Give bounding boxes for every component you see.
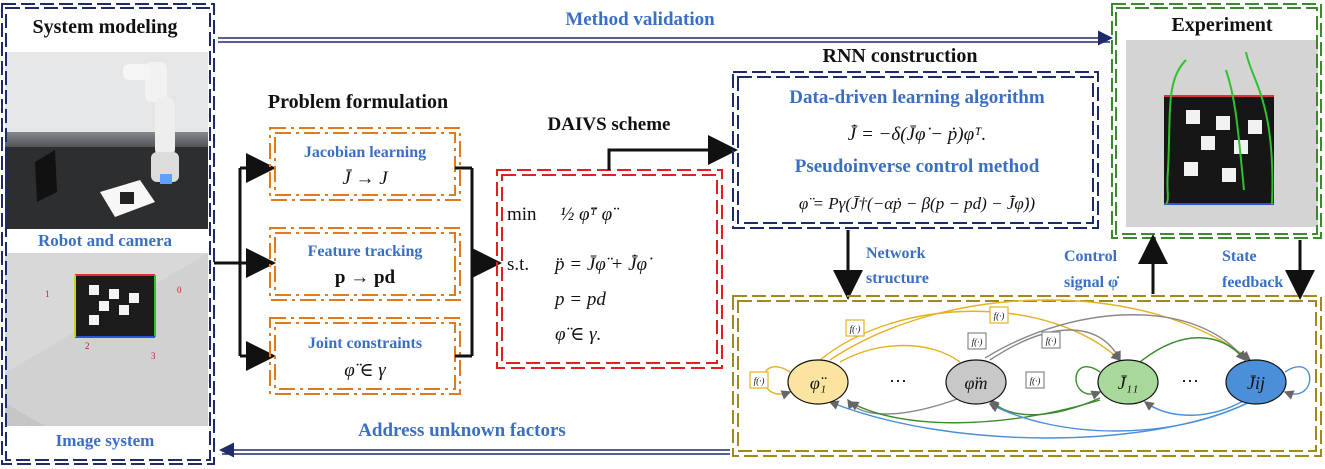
control-signal-label-2: signal φ̇ <box>1064 274 1120 291</box>
network-structure-label-2: structure <box>866 270 929 287</box>
f-box-6: f(·) <box>1030 376 1041 386</box>
f-box-2: f(·) <box>850 324 861 334</box>
joint-constraints-box <box>269 317 461 395</box>
node-j-ij: J̄ij <box>1225 359 1287 405</box>
node-phi-m-label: φ̈m <box>965 373 988 393</box>
marker-label-0: 0 <box>177 285 182 295</box>
image-system-photo: 1 0 2 3 <box>5 253 208 426</box>
system-modeling-title: System modeling <box>33 16 178 38</box>
node-j-11: J̄₁₁ <box>1097 359 1159 405</box>
state-feedback-label-1: State <box>1222 248 1257 265</box>
f-box-4: f(·) <box>972 337 983 347</box>
system-modeling-frame <box>1 3 215 465</box>
joint-equation: φ̈ ∈ γ <box>344 360 386 381</box>
feature-tracking-label: Feature tracking <box>308 243 423 260</box>
f-box-5: f(·) <box>1046 336 1057 346</box>
image-system-label: Image system <box>56 431 155 450</box>
jacobian-learning-label: Jacobian learning <box>304 144 426 161</box>
daivs-min-label: min <box>507 204 537 225</box>
daivs-to-rnn-arrow <box>607 135 738 170</box>
marker-label-3: 3 <box>151 351 156 361</box>
joint-constraints-label: Joint constraints <box>308 335 422 352</box>
merge-bracket <box>455 166 502 358</box>
pcm-equation: φ̈ = Pγ(J̄†(−αṗ − β(p − pd) − J̄̇φ̇)) <box>799 194 1036 213</box>
jacobian-learning-box <box>269 127 461 201</box>
ellipsis-1: ⋯ <box>889 371 907 391</box>
experiment-photo <box>1126 40 1318 227</box>
problem-formulation-title: Problem formulation <box>268 91 448 113</box>
state-feedback-label-2: feedback <box>1222 274 1283 291</box>
experiment-title: Experiment <box>1171 14 1272 36</box>
f-box-1: f(·) <box>754 376 765 386</box>
daivs-st-label: s.t. <box>507 254 529 275</box>
daivs-constraint-2: p = pd <box>553 289 606 310</box>
node-phi-1-label: φ̈₁ <box>810 373 827 393</box>
branch-arrows <box>214 153 276 371</box>
daivs-constraint-1: p̈ = J̄φ̈ + J̄̇φ̇ <box>553 253 653 275</box>
marker-label-2: 2 <box>85 341 90 351</box>
daivs-title: DAIVS scheme <box>548 114 671 135</box>
node-phi-1: φ̈₁ <box>787 359 849 405</box>
rnn-frame <box>732 71 1099 229</box>
pcm-title: Pseudoinverse control method <box>795 156 1040 177</box>
ddl-title: Data-driven learning algorithm <box>789 87 1045 108</box>
feature-equation: p → pd <box>335 267 396 288</box>
feature-tracking-box <box>269 227 461 301</box>
control-signal-label-1: Control <box>1064 248 1118 265</box>
ellipsis-2: ⋯ <box>1181 371 1199 391</box>
daivs-constraint-3: φ̈ ∈ γ. <box>555 324 601 345</box>
robot-camera-photo <box>5 52 208 229</box>
experiment-frame <box>1111 3 1322 239</box>
marker-label-1: 1 <box>45 289 50 299</box>
method-validation-label: Method validation <box>565 9 715 30</box>
address-unknown-label: Address unknown factors <box>358 420 566 441</box>
robot-camera-label: Robot and camera <box>38 231 173 250</box>
jacobian-equation: J̄ → J <box>342 168 389 189</box>
daivs-objective: ½ φ̈ᵀ φ̈ <box>560 204 620 225</box>
node-phi-m: φ̈m <box>945 359 1007 405</box>
activation-function-boxes: f(·) f(·) f(·) f(·) f(·) f(·) <box>749 306 1061 389</box>
network-structure-label-1: Network <box>866 245 926 262</box>
node-j-ij-label: J̄ij <box>1247 373 1265 393</box>
rnn-construction-title: RNN construction <box>823 45 978 67</box>
node-j-11-label: J̄₁₁ <box>1118 373 1139 393</box>
f-box-3: f(·) <box>994 311 1005 321</box>
ddl-equation: J̄̇ = −δ(J̄φ̇ − ṗ)φ̇ᵀ. <box>848 123 986 145</box>
